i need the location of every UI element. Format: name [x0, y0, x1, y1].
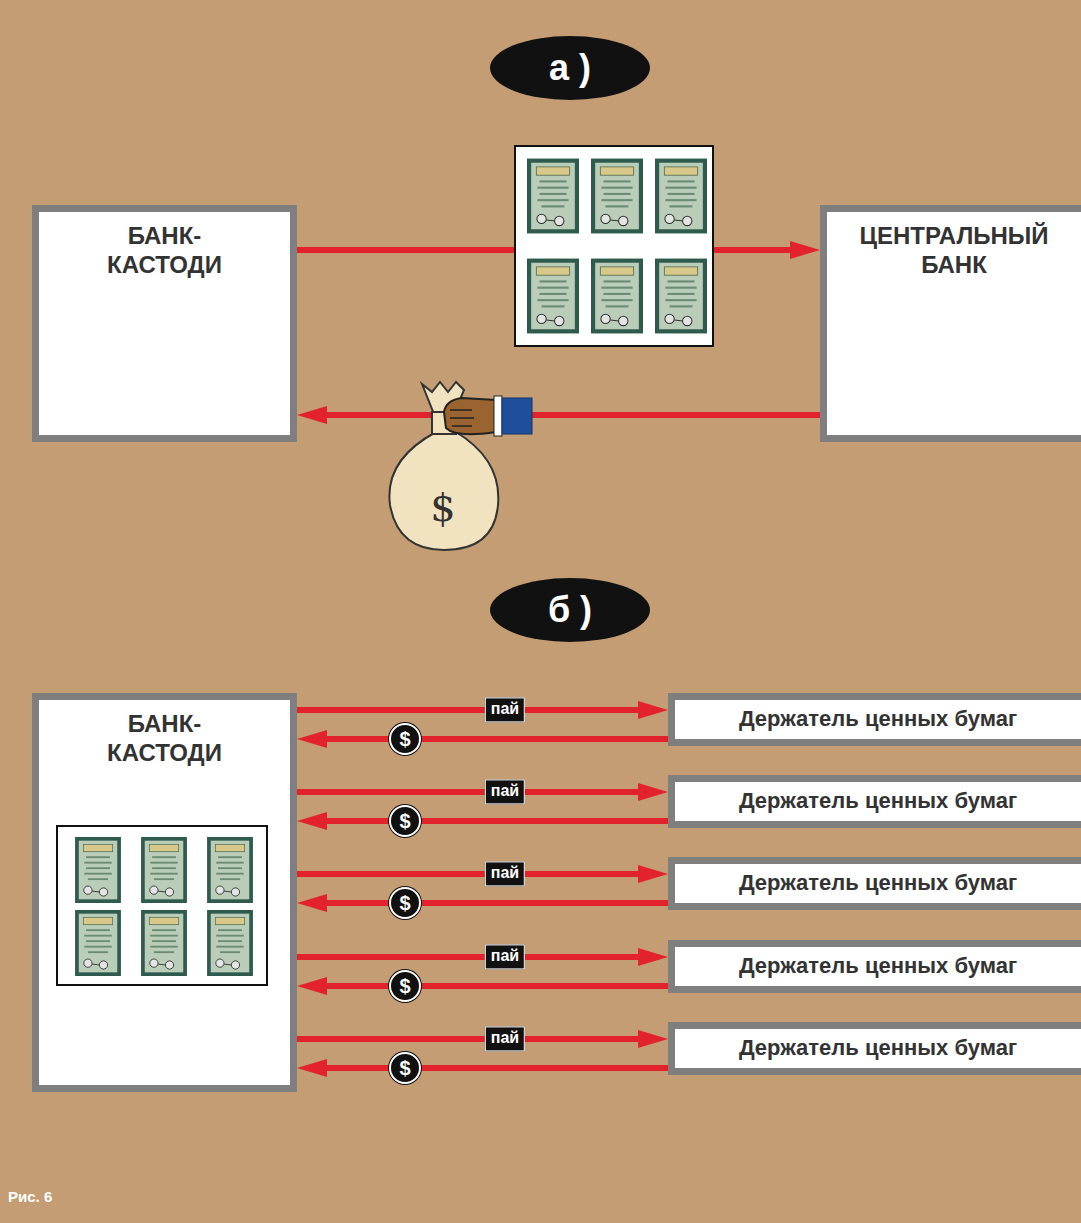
dollar-badge: $	[389, 723, 421, 755]
holder-box: Держатель ценных бумаг	[668, 1022, 1081, 1075]
share-tag: пай	[485, 697, 525, 722]
node-label: Держатель ценных бумаг	[739, 706, 1017, 732]
bag-top	[422, 382, 464, 414]
central-bank-box: ЦЕНТРАЛЬНЫЙ БАНК	[820, 205, 1081, 442]
certificate	[75, 837, 121, 903]
certificate	[527, 259, 579, 334]
bag-body	[389, 432, 498, 550]
flow-arrow	[297, 1036, 644, 1042]
node-label: Держатель ценных бумаг	[739, 870, 1017, 896]
securities-panel	[57, 826, 267, 985]
flow-arrow	[321, 736, 668, 742]
flow-arrow	[321, 983, 668, 989]
flow-arrow	[297, 789, 644, 795]
flow-arrow	[297, 954, 644, 960]
bag-neck	[432, 412, 456, 434]
flow-arrow	[297, 707, 644, 713]
node-label: ЦЕНТРАЛЬНЫЙ БАНК	[847, 222, 1062, 280]
dollar-badge: $	[389, 970, 421, 1002]
section-oval	[490, 36, 650, 100]
section-letter: а )	[549, 47, 591, 89]
figure-caption: Рис. 6	[8, 1188, 52, 1205]
node-label: БАНК-КАСТОДИ	[90, 710, 240, 768]
sleeve	[502, 398, 532, 434]
node-label: БАНК-КАСТОДИ	[90, 222, 240, 280]
panel-frame	[57, 826, 267, 985]
holder-box: Держатель ценных бумаг	[668, 857, 1081, 910]
flow-arrow	[297, 871, 644, 877]
securities-panel	[515, 146, 713, 346]
hand-fingers	[450, 410, 474, 426]
panel-frame	[515, 146, 713, 346]
flow-arrow	[321, 900, 668, 906]
custodian-bank-box: БАНК-КАСТОДИ	[32, 205, 297, 442]
money-sign: $	[430, 484, 455, 530]
node-label: Держатель ценных бумаг	[739, 788, 1017, 814]
share-tag: пай	[485, 1026, 525, 1051]
certificate	[141, 837, 187, 903]
dollar-badge: $	[389, 805, 421, 837]
dollar-badge: $	[389, 1052, 421, 1084]
certificate	[655, 159, 707, 234]
hand	[444, 398, 496, 434]
certificate	[141, 910, 187, 976]
holder-box: Держатель ценных бумаг	[668, 693, 1081, 746]
flow-arrow	[297, 247, 796, 253]
certificate	[527, 159, 579, 234]
certificate	[591, 159, 643, 234]
certificate	[655, 259, 707, 334]
dollar-badge: $	[389, 887, 421, 919]
share-tag: пай	[485, 779, 525, 804]
certificate	[75, 910, 121, 976]
holder-box: Держатель ценных бумаг	[668, 775, 1081, 828]
holder-box: Держатель ценных бумаг	[668, 940, 1081, 993]
share-tag: пай	[485, 861, 525, 886]
shirt-cuff	[494, 396, 502, 436]
certificate	[591, 259, 643, 334]
certificate	[207, 910, 253, 976]
flow-arrow	[321, 1065, 668, 1071]
share-tag: пай	[485, 944, 525, 969]
flow-arrow	[321, 412, 820, 418]
money-bag-hand	[389, 382, 532, 550]
node-label: Держатель ценных бумаг	[739, 1035, 1017, 1061]
section-oval	[490, 578, 650, 642]
flow-arrow	[321, 818, 668, 824]
custodian-bank-box: БАНК-КАСТОДИ	[32, 693, 297, 1092]
node-label: Держатель ценных бумаг	[739, 953, 1017, 979]
certificate	[207, 837, 253, 903]
section-letter: б )	[548, 589, 592, 631]
